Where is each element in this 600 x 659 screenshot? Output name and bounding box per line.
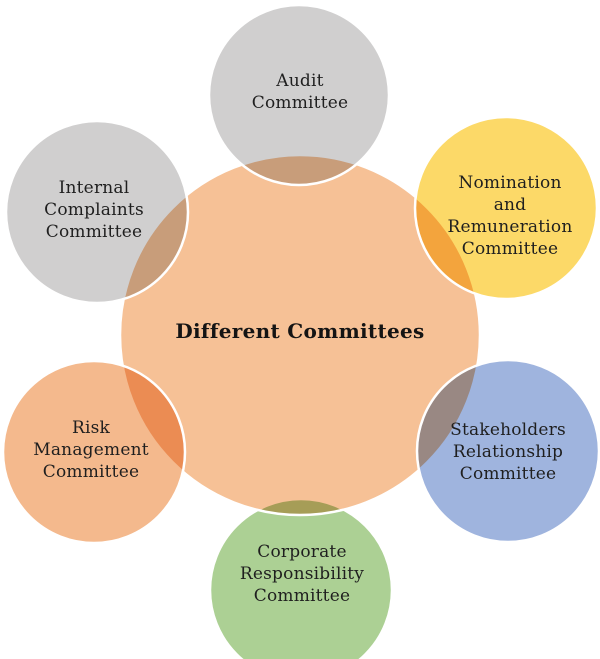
audit-committee-circle [209,5,389,185]
internal-complaints-outline [4,119,190,305]
audit-committee-outline [207,3,391,187]
nomination-remuneration-circle [415,117,597,299]
center-circle-fill [120,155,480,515]
stakeholders-relationship-outline [415,358,600,544]
risk-management-circle [3,361,185,543]
nomination-remuneration-outline [413,115,599,301]
corporate-responsibility-circle [208,497,394,659]
internal-complaints-circle [6,121,188,303]
risk-management-outline [1,359,187,545]
stakeholders-relationship-circle [417,360,599,542]
